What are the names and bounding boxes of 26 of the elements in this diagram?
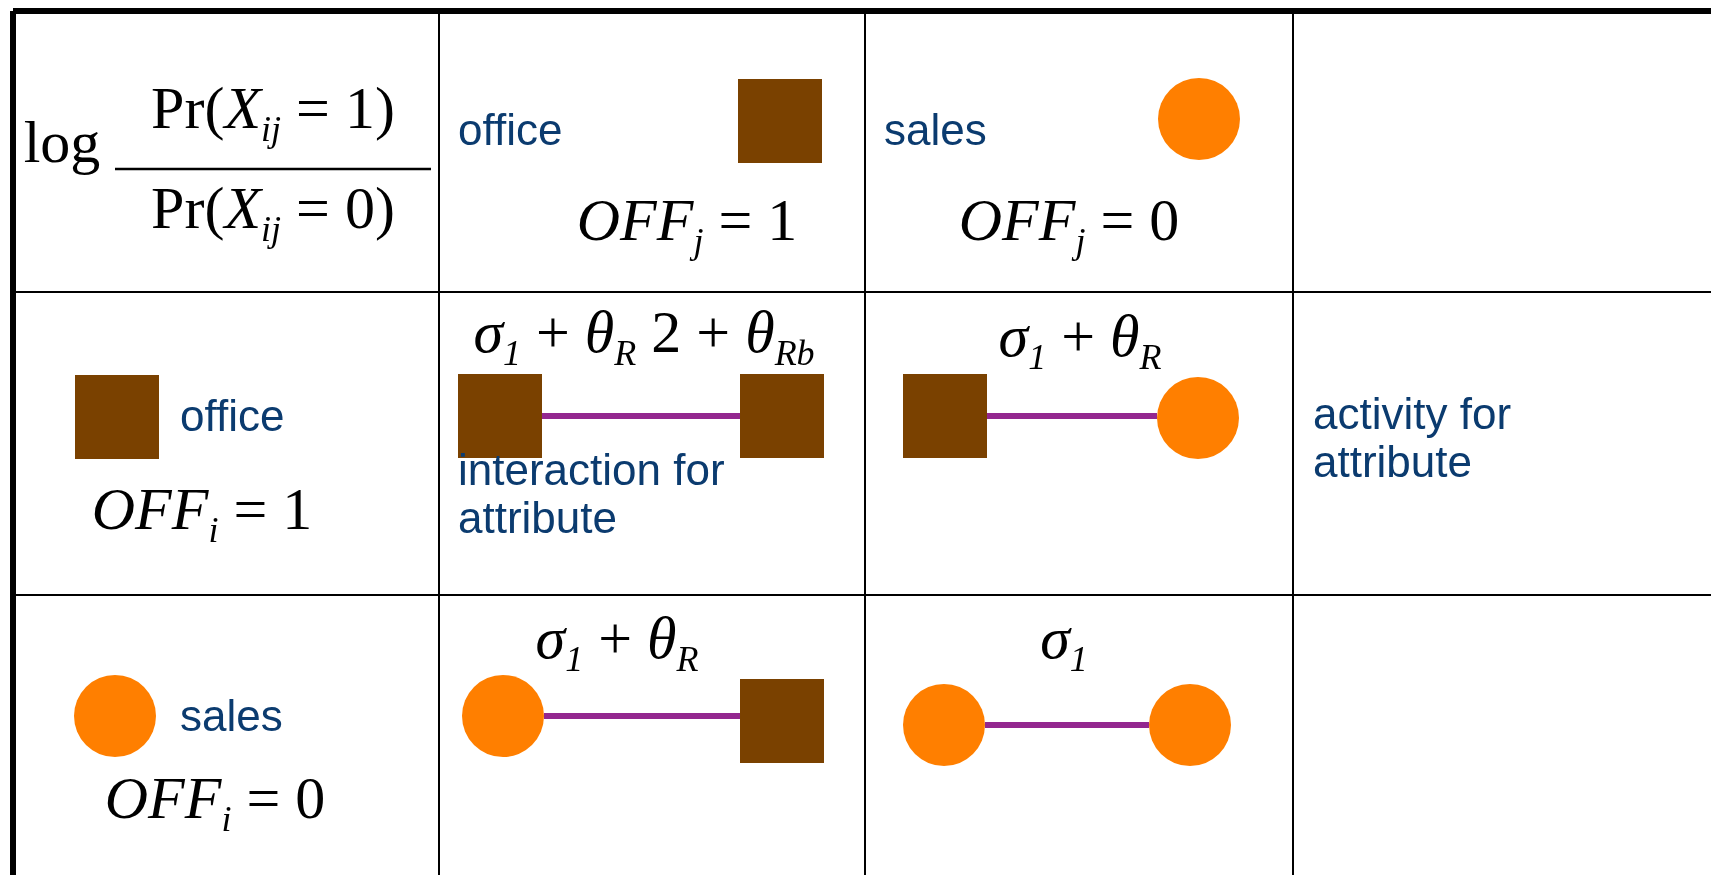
math-formula: OFF$_{i}$ = 1 [91,475,313,551]
square-marker [740,374,824,458]
text-label: sales [884,106,987,155]
square-marker [903,374,987,458]
text-label: activity for attribute [1313,390,1513,487]
math-formula: σ$_{1}$ + θ$_{R}$ 2 + θ$_{Rb}$ [473,298,815,374]
math-formula: σ$_{1}$ [1040,604,1088,680]
math-formula: σ$_{1}$ + θ$_{R}$ [535,604,699,680]
math-formula: OFF$_{j}$ = 0 [958,186,1180,262]
math-formula: Pr(X$_{ij}$ = 0) [151,174,395,250]
connector-line [542,413,740,419]
math-formula: Pr(X$_{ij}$ = 1) [151,74,395,150]
square-marker [738,79,822,163]
square-marker [740,679,824,763]
math-formula: σ$_{1}$ + θ$_{R}$ [998,302,1162,378]
connector-line [985,722,1149,728]
connector-line [987,413,1157,419]
math-formula: OFF$_{j}$ = 1 [576,186,798,262]
text-label: sales [180,692,283,741]
square-marker [75,375,159,459]
text-label: office [180,392,285,441]
math-formula: OFF$_{i}$ = 0 [104,764,326,840]
text-label: office [458,106,563,155]
connector-line [544,713,740,719]
math-formula: log [23,109,101,175]
text-label: interaction for attribute [458,446,726,543]
